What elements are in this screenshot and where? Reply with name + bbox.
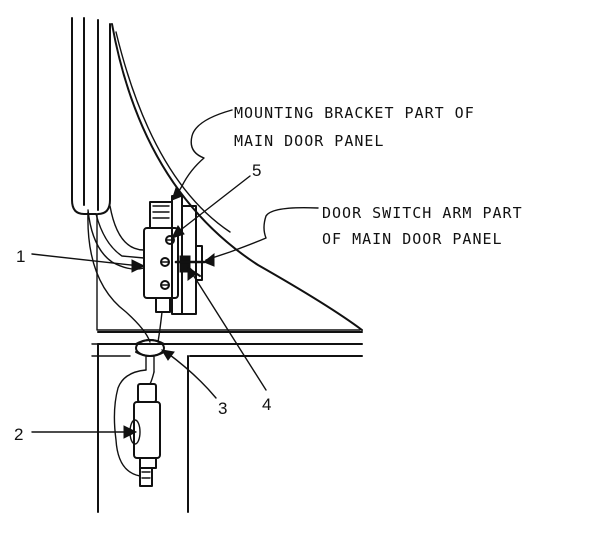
- callout-2: 2: [14, 425, 23, 444]
- door-switch-arm-label-line2: OF MAIN DOOR PANEL: [322, 230, 503, 248]
- leader-lines: [31, 109, 319, 439]
- door-switch-assembly: [143, 195, 206, 315]
- callout-1: 1: [16, 247, 25, 266]
- callout-numbers: 1 2 3 4 5: [14, 161, 271, 444]
- grommet: [135, 339, 165, 373]
- annotation-labels: MOUNTING BRACKET PART OF MAIN DOOR PANEL…: [234, 104, 523, 248]
- lower-switch-component: [113, 369, 161, 487]
- mounting-bracket-label-line1: MOUNTING BRACKET PART OF: [234, 104, 475, 122]
- door-switch-arm-label-line1: DOOR SWITCH ARM PART: [322, 204, 523, 222]
- mounting-bracket-label-line2: MAIN DOOR PANEL: [234, 132, 384, 150]
- callout-3: 3: [218, 399, 227, 418]
- callout-5: 5: [252, 161, 261, 180]
- door-frame: [71, 17, 363, 331]
- callout-4: 4: [262, 395, 271, 414]
- horizontal-rails: [91, 331, 363, 513]
